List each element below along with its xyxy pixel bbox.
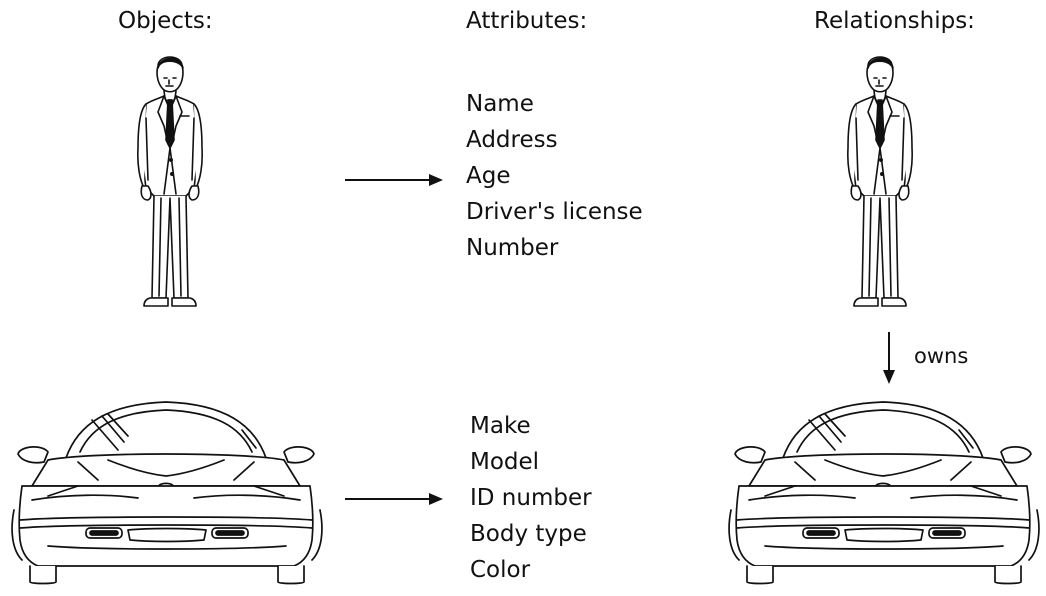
relationships-heading: Relationships: <box>814 8 975 34</box>
owns-arrow <box>881 332 897 386</box>
car-relationship-icon <box>725 390 1043 586</box>
attribute-drivers-license: Driver's license <box>466 199 643 225</box>
owns-label: owns <box>914 344 969 368</box>
attributes-heading: Attributes: <box>466 8 588 34</box>
person-attributes-list: Name Address Age Driver's license Number <box>466 86 643 266</box>
car-object-icon <box>8 390 326 586</box>
car-attributes-arrow <box>345 491 445 507</box>
attribute-model: Model <box>470 449 540 475</box>
attribute-address: Address <box>466 127 558 153</box>
person-attributes-arrow <box>345 172 445 188</box>
attribute-body-type: Body type <box>470 521 587 547</box>
attribute-color: Color <box>470 557 531 583</box>
person-object-icon <box>128 48 212 318</box>
attribute-name: Name <box>466 91 534 117</box>
attribute-age: Age <box>466 163 511 189</box>
attribute-id-number: ID number <box>470 485 592 511</box>
person-relationship-icon <box>838 48 922 318</box>
attribute-make: Make <box>470 413 531 439</box>
attribute-number: Number <box>466 235 559 261</box>
car-attributes-list: Make Model ID number Body type Color <box>470 408 592 588</box>
objects-heading: Objects: <box>118 8 213 34</box>
